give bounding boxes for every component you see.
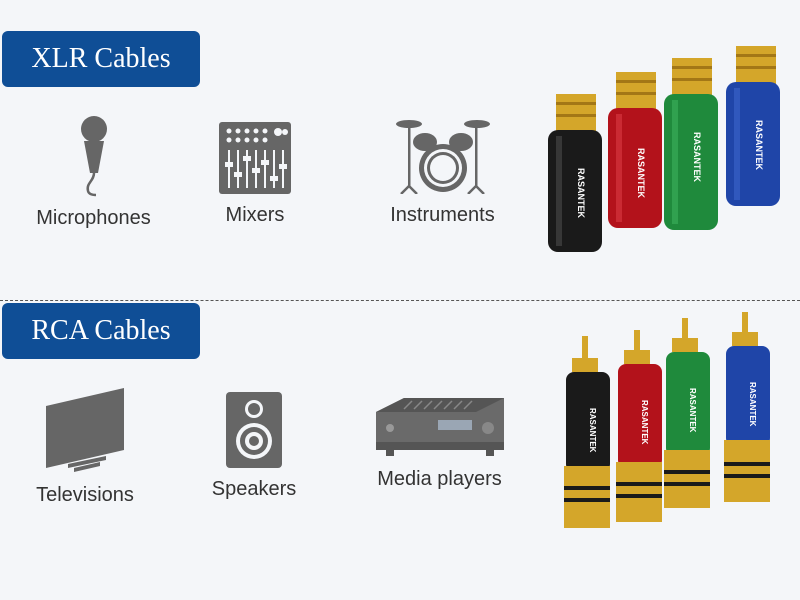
brand-label: RASANTEK	[692, 132, 702, 183]
microphone-icon	[80, 116, 107, 197]
item-mixers: Mixers	[210, 122, 300, 227]
brand-label: RASANTEK	[748, 382, 757, 427]
brand-label: RASANTEK	[688, 388, 697, 433]
item-label: Instruments	[390, 204, 495, 226]
item-label: Media players	[377, 468, 502, 490]
section-divider	[0, 300, 800, 301]
mixer-icon	[219, 122, 291, 194]
rca-section-title: RCA Cables	[2, 303, 200, 359]
item-label: Microphones	[36, 207, 151, 229]
brand-label: RASANTEK	[588, 408, 597, 453]
speaker-icon	[226, 392, 282, 468]
xlr-section-title: XLR Cables	[2, 31, 200, 87]
item-televisions: Televisions	[30, 386, 140, 507]
brand-label: RASANTEK	[636, 148, 646, 199]
item-speakers: Speakers	[204, 392, 304, 501]
television-icon	[46, 388, 124, 472]
brand-label: RASANTEK	[640, 400, 649, 445]
rca-connectors-image: RASANTEK RASANTEK RASANTEK RASANTEK	[564, 312, 770, 528]
xlr-connectors-image: RASANTEK RASANTEK RASANTEK RASANTEK	[548, 46, 780, 252]
item-media-players: Media players	[372, 396, 507, 491]
brand-label: RASANTEK	[576, 168, 586, 219]
drum-kit-icon	[395, 120, 490, 194]
brand-label: RASANTEK	[754, 120, 764, 171]
item-instruments: Instruments	[380, 118, 505, 227]
item-label: Mixers	[225, 204, 285, 226]
item-label: Speakers	[211, 478, 297, 500]
item-microphones: Microphones	[36, 115, 151, 230]
item-label: Televisions	[36, 484, 134, 506]
media-player-icon	[375, 398, 504, 456]
